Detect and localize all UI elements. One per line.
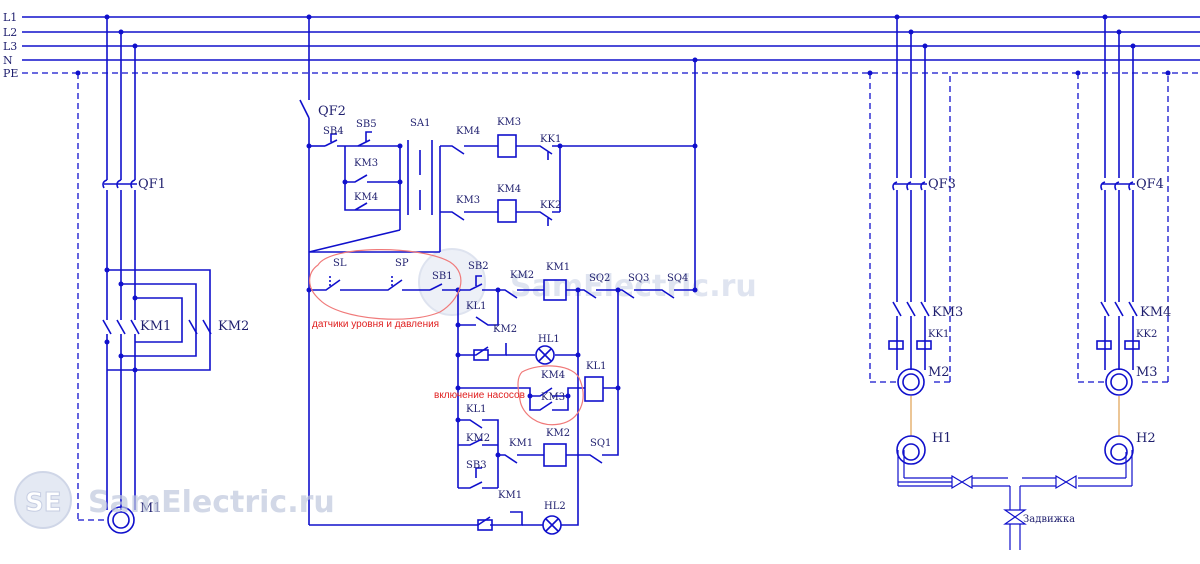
km2-coil-label: KM2	[546, 428, 570, 439]
watermark-logo: SE SamElectric.ru	[14, 471, 335, 529]
power-buses: L1 L2 L3 N PE	[3, 11, 1200, 80]
sb3-label: SB3	[466, 460, 487, 471]
km4-coil-label: KM4	[497, 184, 521, 195]
pump-annotation-outline	[517, 365, 584, 426]
qf1-label: QF1	[138, 177, 166, 192]
sq4-label: SQ4	[667, 273, 688, 284]
sb5-label: SB5	[356, 119, 377, 130]
bus-label-n: N	[3, 54, 13, 67]
h1-label: H1	[932, 431, 952, 446]
sb1-label: SB1	[432, 271, 453, 282]
sb2-label: SB2	[468, 261, 489, 272]
km4-aux-label: KM4	[354, 192, 378, 203]
check-valve-right-icon	[1055, 474, 1077, 490]
km3-coil-label: KM3	[497, 117, 521, 128]
kk1-relay-label: KK1	[928, 329, 949, 340]
watermark-center: SamElectric.ru	[418, 248, 757, 316]
valve-label: Задвижка	[1023, 514, 1075, 525]
sb4-label: SB4	[323, 126, 344, 137]
km2-nc-label: KM2	[510, 270, 534, 281]
kk1-label: KK1	[540, 134, 561, 145]
km1-power-label: KM1	[140, 319, 171, 334]
m1-label: M1	[140, 501, 162, 516]
km4-no-label: KM4	[541, 370, 565, 381]
sa1-label: SA1	[410, 118, 430, 129]
control-circuit: QF2 SB4 SB5 KM3 KM4 SA1 KM4 KM3 KK1 KM	[299, 14, 698, 535]
sensor-annotation-outline	[309, 249, 462, 320]
pump-note: включение насосов	[434, 390, 525, 401]
m2-label: M2	[928, 365, 950, 380]
bus-label-l1: L1	[3, 11, 17, 24]
hl1-label: HL1	[538, 334, 560, 345]
check-valve-left-icon	[951, 474, 973, 490]
bus-label-l2: L2	[3, 26, 17, 39]
km1-nc-label: KM1	[509, 438, 533, 449]
sl-label: SL	[333, 258, 347, 269]
kl1-no-label: KL1	[466, 301, 486, 312]
km2-power-label: KM2	[218, 319, 249, 334]
km4-nc-label: KM4	[456, 126, 480, 137]
kk2-label: KK2	[540, 200, 561, 211]
m3-label: M3	[1136, 365, 1158, 380]
kl1-nc-label: KL1	[466, 404, 486, 415]
kk2-relay-label: KK2	[1136, 329, 1157, 340]
sp-label: SP	[395, 258, 409, 269]
watermark-badge-text: SE	[25, 488, 62, 518]
left-motor-circuit: QF1 KM1 KM2 M1	[75, 14, 249, 534]
km3-nc-label: KM3	[456, 195, 480, 206]
km3-no-label: KM3	[541, 392, 565, 403]
km2-no-label: KM2	[493, 324, 517, 335]
bus-label-l3: L3	[3, 40, 17, 53]
hl2-label: HL2	[544, 501, 566, 512]
gate-valve-icon	[1003, 509, 1027, 525]
sq2-label: SQ2	[589, 273, 610, 284]
right-motor-circuits: QF3 KM3 KK1 M2 QF4 KM4	[867, 14, 1171, 550]
km4-power-label: KM4	[1140, 305, 1171, 320]
km3-power-label: KM3	[932, 305, 963, 320]
km2-hold-label: KM2	[466, 433, 490, 444]
sq1-label: SQ1	[590, 438, 611, 449]
h2-label: H2	[1136, 431, 1156, 446]
qf3-label: QF3	[928, 177, 956, 192]
se-badge-icon	[14, 471, 72, 529]
qf4-label: QF4	[1136, 177, 1164, 192]
km3-aux-label: KM3	[354, 158, 378, 169]
sq3-label: SQ3	[628, 273, 649, 284]
bus-label-pe: PE	[3, 67, 18, 80]
watermark-text: SamElectric.ru	[88, 485, 335, 520]
km1-coil-label: KM1	[546, 262, 570, 273]
km1-lamp-label: KM1	[498, 490, 522, 501]
kl1-coil-label: KL1	[586, 361, 606, 372]
qf2-label: QF2	[318, 104, 346, 119]
sensor-note: датчики уровня и давления	[312, 319, 439, 330]
